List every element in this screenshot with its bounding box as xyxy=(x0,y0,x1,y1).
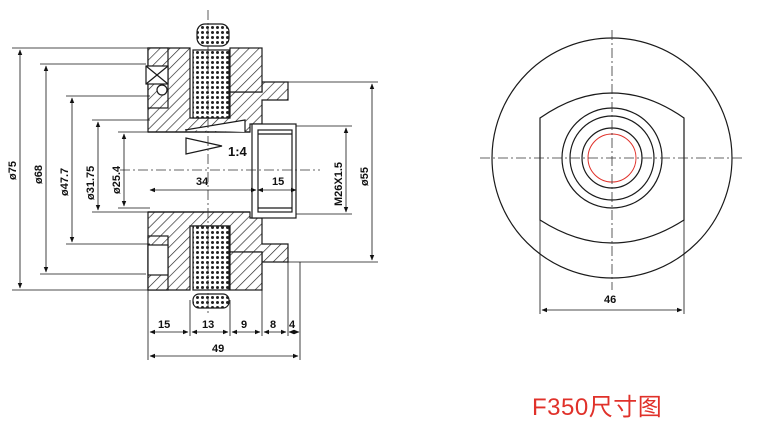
front-centerlines xyxy=(480,30,744,290)
dim-length-15: 15 xyxy=(272,176,284,188)
taper-label: 1:4 xyxy=(228,144,248,159)
drawing-caption: F350尺寸图 xyxy=(532,394,663,421)
taper-bore xyxy=(148,131,250,213)
dim-bottom-13: 13 xyxy=(202,319,214,331)
dim-length-34: 34 xyxy=(196,176,209,188)
dim-bottom-4: 4 xyxy=(289,319,296,331)
side-view xyxy=(145,23,297,309)
side-centerlines xyxy=(120,10,320,316)
dim-overall-49: 49 xyxy=(212,343,224,355)
dim-dia-31-75: ø31.75 xyxy=(85,166,97,200)
dim-bottom-9: 9 xyxy=(241,319,247,331)
dim-dia-55: ø55 xyxy=(359,167,371,186)
pad-top-cap xyxy=(196,23,230,47)
dim-flat-46: 46 xyxy=(604,294,616,306)
dim-dia-47-7: ø47.7 xyxy=(59,168,71,196)
pad-bottom xyxy=(192,225,230,291)
dim-dia-75: ø75 xyxy=(7,161,19,180)
pad-bottom-cap xyxy=(192,293,230,309)
dim-bottom-15: 15 xyxy=(158,319,170,331)
diameter-dims xyxy=(12,47,378,360)
thread-label: M26X1.5 xyxy=(333,162,345,206)
dim-dia-25-4: ø25.4 xyxy=(111,165,123,194)
taper-triangle xyxy=(185,137,223,155)
pad-top xyxy=(192,49,230,119)
dim-bottom-8: 8 xyxy=(270,319,276,331)
dim-dia-68: ø68 xyxy=(33,165,45,184)
